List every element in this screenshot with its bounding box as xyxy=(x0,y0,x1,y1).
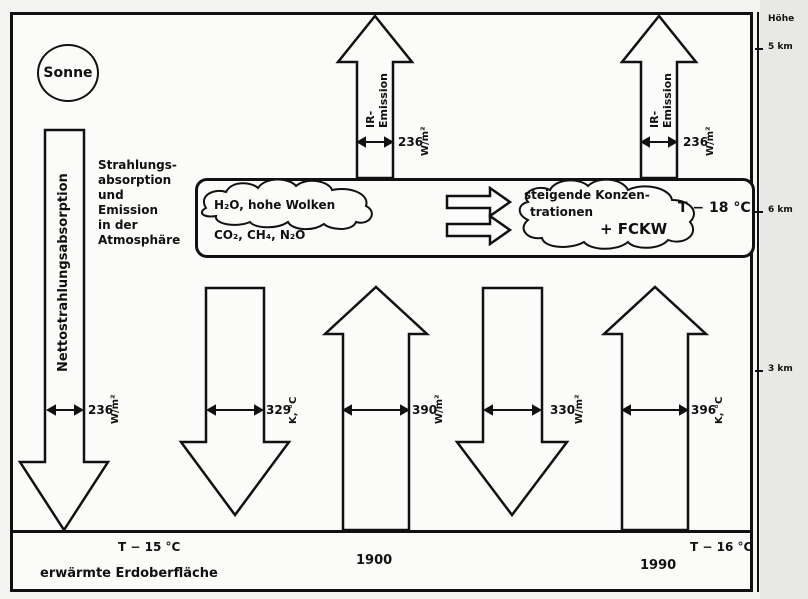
atmosphere-caption-line: Strahlungs- xyxy=(98,158,177,172)
arrows-layer xyxy=(17,14,710,533)
atmosphere-caption: Strahlungs- absorption und Emission in d… xyxy=(98,158,180,248)
flux-unit-ir-1900: W/m² xyxy=(420,126,431,156)
height-label-6km: 6 km xyxy=(768,205,793,215)
atmosphere-temperature: T − 18 °C xyxy=(678,200,751,216)
cloud-right-line1: steigende Konzen- xyxy=(524,188,650,202)
surface-temperature-1900: T − 15 °C xyxy=(118,540,181,554)
flux-unit-ir-1990: W/m² xyxy=(705,126,716,156)
flux-value-down-1990: 330 xyxy=(550,403,576,417)
ir-label-1900-line2: Emission xyxy=(377,73,390,128)
page-margin xyxy=(760,0,808,599)
ir-emission-arrow-1900 xyxy=(335,14,415,180)
flux-value-ir-1990: 236 xyxy=(683,135,709,149)
atmosphere-caption-line: und xyxy=(98,188,124,202)
height-scale-axis xyxy=(757,12,759,592)
surface-temperature-1990: T − 16 °C xyxy=(690,540,753,554)
height-tick-6km xyxy=(755,211,763,213)
surface-label: erwärmte Erdoberfläche xyxy=(40,566,218,581)
cloud-right-line2: trationen xyxy=(530,205,594,219)
year-label-1900: 1900 xyxy=(356,553,393,568)
cloud-left-line1: H₂O, hohe Wolken xyxy=(214,198,336,212)
flux-value-up-1990: 396 xyxy=(691,403,717,417)
flux-value-ir-1900: 236 xyxy=(398,135,424,149)
ir-emission-arrow-1990 xyxy=(619,14,699,180)
net-absorption-label: Nettostrahlungsabsorption xyxy=(56,173,71,372)
height-label-3km: 3 km xyxy=(768,364,793,374)
atmosphere-caption-line: Atmosphäre xyxy=(98,233,181,247)
cloud-right-line3: + FCKW xyxy=(600,220,668,238)
cloud-left xyxy=(200,178,373,230)
year-label-1990: 1990 xyxy=(640,558,677,573)
ir-label-1900-line1: IR- xyxy=(364,110,377,128)
ir-label-1990-line2: Emission xyxy=(661,73,674,128)
trend-arrow-bottom xyxy=(445,213,513,247)
flux-unit-net: W/m² xyxy=(110,394,121,424)
up-arrow-1900 xyxy=(321,285,431,532)
atmosphere-caption-line: in der xyxy=(98,218,138,232)
height-scale-title: Höhe xyxy=(768,14,795,24)
atmosphere-caption-line: absorption xyxy=(98,173,172,187)
net-absorption-arrow xyxy=(17,128,111,533)
flux-unit-down-1990: W/m² xyxy=(574,394,585,424)
flux-unit-down-1900: K, °C xyxy=(288,396,299,424)
ir-label-1990-line1: IR- xyxy=(648,110,661,128)
flux-value-up-1900: 390 xyxy=(412,403,438,417)
earth-surface-line xyxy=(10,530,753,533)
down-arrow-1990 xyxy=(454,286,570,518)
flux-value-net: 236 xyxy=(88,403,114,417)
flux-value-down-1900: 329 xyxy=(266,403,292,417)
height-tick-3km xyxy=(755,370,763,372)
height-tick-5km xyxy=(755,48,763,50)
cloud-right xyxy=(518,178,695,250)
trend-arrow-top xyxy=(445,185,513,219)
sun-symbol: Sonne xyxy=(37,44,99,102)
flux-unit-up-1990: K, °C xyxy=(714,396,725,424)
atmosphere-caption-line: Emission xyxy=(98,203,158,217)
flux-unit-up-1900: W/m² xyxy=(434,394,445,424)
cloud-left-line2: CO₂, CH₄, N₂O xyxy=(214,228,306,242)
down-arrow-1900 xyxy=(178,286,292,518)
up-arrow-1990 xyxy=(600,285,710,532)
sun-label: Sonne xyxy=(43,65,93,81)
height-label-5km: 5 km xyxy=(768,42,793,52)
